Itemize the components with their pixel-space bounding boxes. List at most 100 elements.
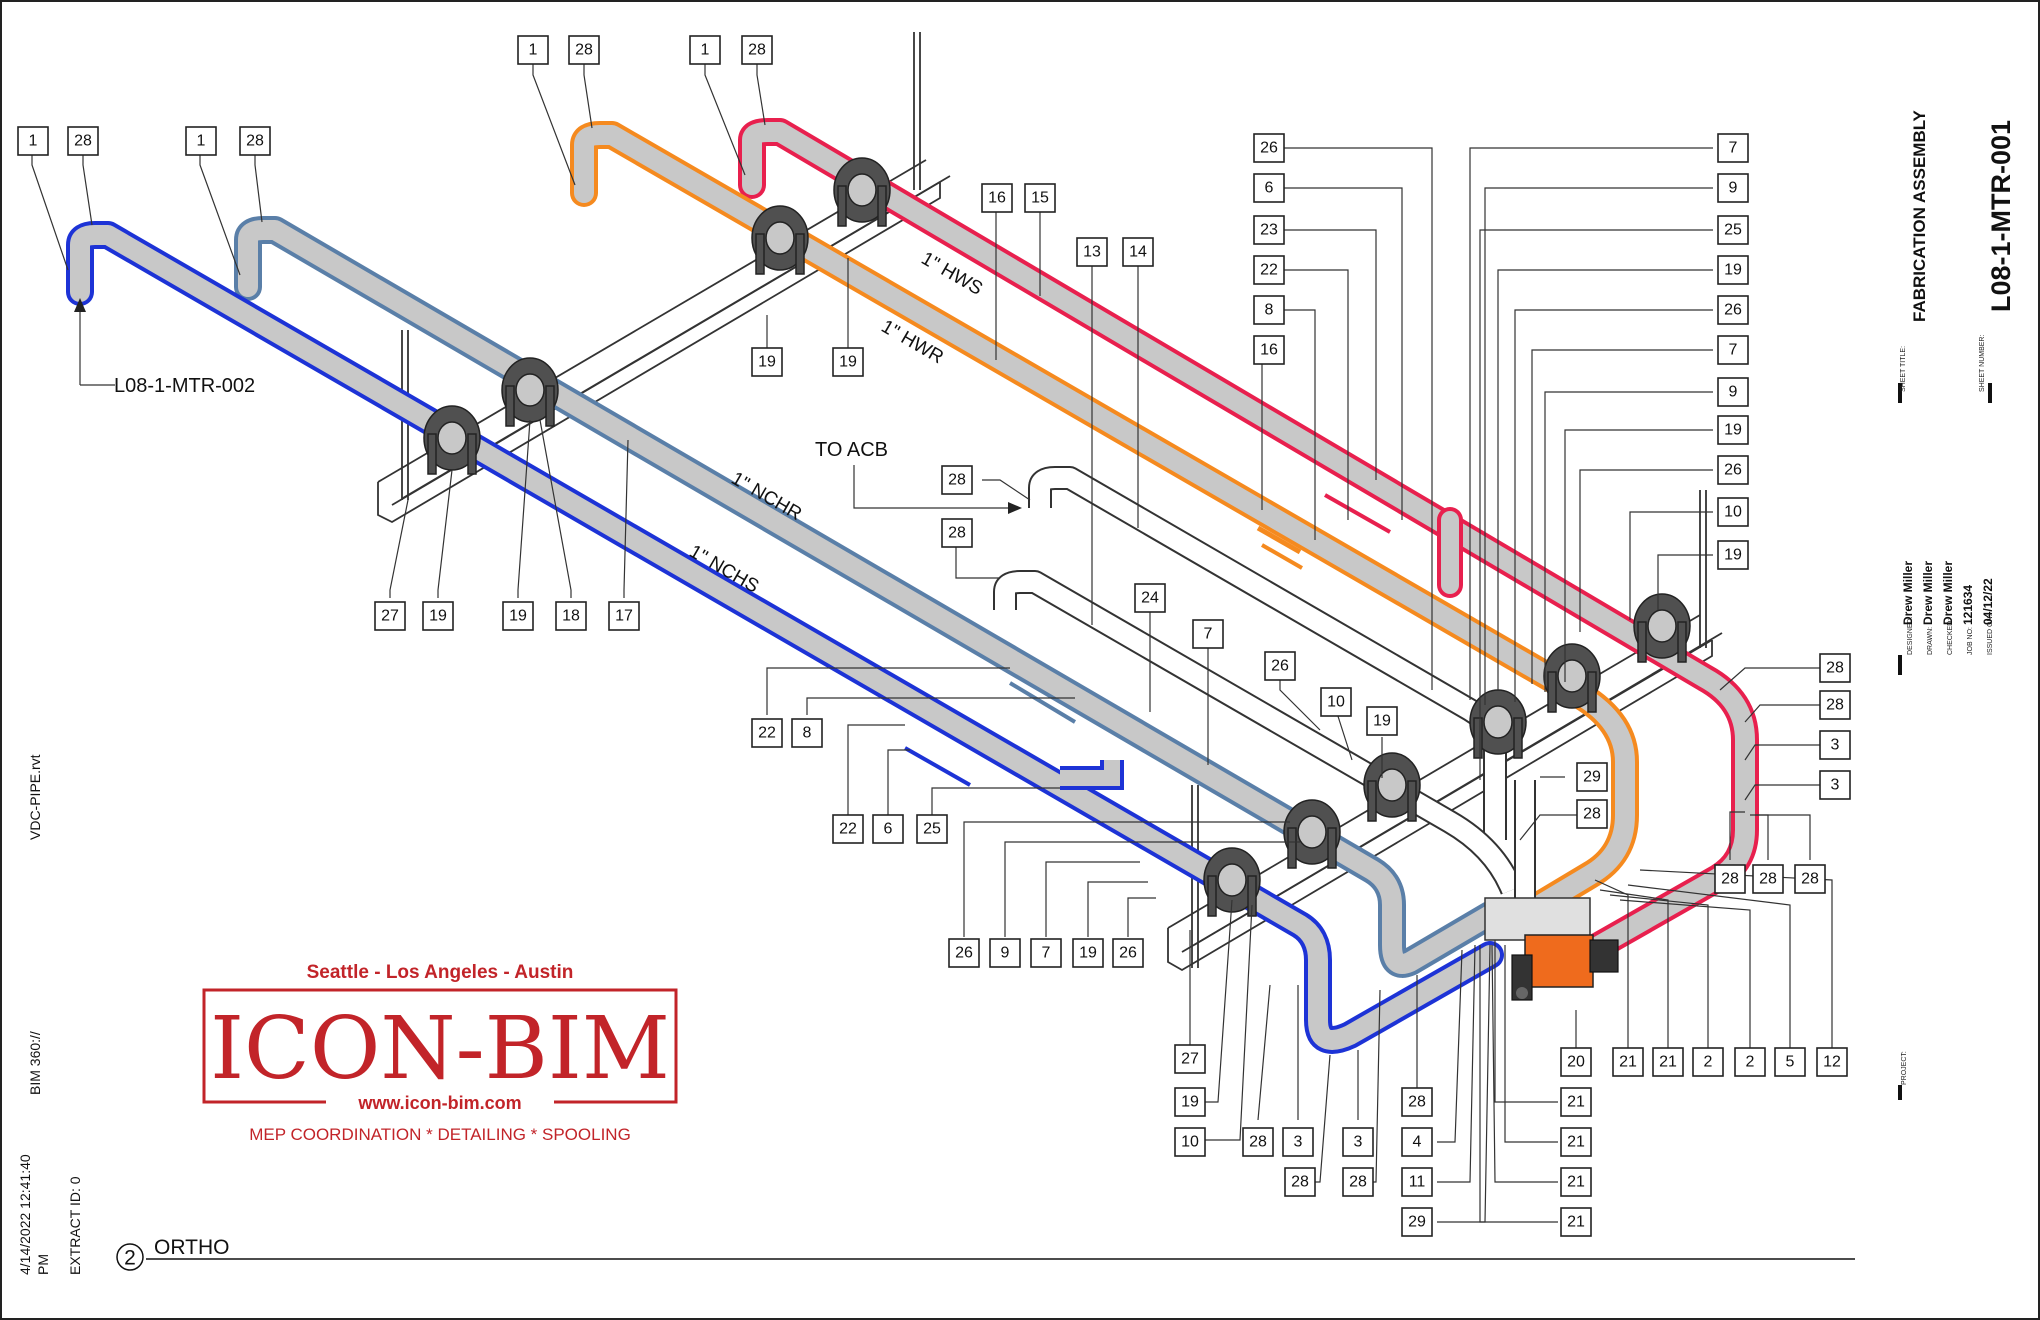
reference-sheet-note: L08-1-MTR-002	[114, 375, 255, 397]
callout-tags: 1 28 1 28 1 28 1 28 16 15 13 14 19 19 26…	[17, 35, 1851, 1237]
callout-tag: 1	[517, 35, 549, 65]
svg-text:7: 7	[1204, 626, 1213, 643]
callout-tag: 13	[1076, 237, 1108, 267]
svg-text:28: 28	[1249, 1134, 1267, 1151]
svg-text:11: 11	[1409, 1174, 1426, 1191]
svg-text:6: 6	[884, 821, 893, 838]
svg-text:20: 20	[1567, 1054, 1585, 1071]
svg-text:29: 29	[1408, 1214, 1426, 1231]
svg-text:26: 26	[1260, 140, 1278, 157]
callout-tag: 25	[1717, 215, 1749, 245]
checked-by: Drew Miller	[1941, 561, 1955, 625]
svg-text:16: 16	[1260, 342, 1278, 359]
svg-text:9: 9	[1729, 180, 1738, 197]
callout-tag: 21	[1560, 1087, 1592, 1117]
svg-text:28: 28	[1826, 697, 1844, 714]
callout-tag: 3	[1282, 1127, 1314, 1157]
callout-tag: 11	[1401, 1167, 1433, 1197]
callout-tag: 22	[1253, 255, 1285, 285]
callout-tag: 28	[1819, 690, 1851, 720]
svg-text:27: 27	[1181, 1051, 1199, 1068]
hanger	[1543, 643, 1601, 713]
callout-tag: 6	[1253, 173, 1285, 203]
callout-tag: 9	[1717, 377, 1749, 407]
logo-services: MEP COORDINATION * DETAILING * SPOOLING	[249, 1125, 631, 1144]
pipe-hwr	[570, 121, 1639, 919]
callout-tag: 28	[1819, 653, 1851, 683]
callout-tag: 29	[1576, 762, 1608, 792]
callout-tag: 28	[1752, 864, 1784, 894]
callout-tag: 25	[916, 814, 948, 844]
svg-text:26: 26	[1119, 945, 1137, 962]
callout-tag: 24	[1134, 583, 1166, 613]
svg-text:28: 28	[1801, 871, 1819, 888]
svg-text:28: 28	[948, 525, 966, 542]
svg-text:13: 13	[1083, 244, 1101, 261]
svg-text:3: 3	[1831, 737, 1840, 754]
svg-text:26: 26	[955, 945, 973, 962]
svg-text:28: 28	[1826, 660, 1844, 677]
job-number: 121634	[1961, 585, 1975, 625]
file-name: VDC-PIPE.rvt	[27, 754, 43, 840]
callout-tag: 28	[1576, 799, 1608, 829]
hanger	[1283, 799, 1341, 869]
callout-tag: 9	[989, 938, 1021, 968]
svg-text:25: 25	[1724, 222, 1742, 239]
pipe-hws	[738, 118, 1759, 982]
pipe-hangers	[423, 157, 1691, 917]
callout-tag: 3	[1819, 730, 1851, 760]
drawn-by: Drew Miller	[1921, 561, 1935, 625]
view-number: 2	[124, 1247, 136, 1270]
callout-tag: 15	[1024, 183, 1056, 213]
svg-text:21: 21	[1567, 1134, 1585, 1151]
svg-text:21: 21	[1567, 1094, 1585, 1111]
callout-tag: 16	[981, 183, 1013, 213]
svg-text:22: 22	[758, 725, 776, 742]
svg-text:21: 21	[1619, 1054, 1637, 1071]
svg-text:15: 15	[1031, 190, 1049, 207]
svg-text:3: 3	[1294, 1134, 1303, 1151]
svg-text:10: 10	[1181, 1134, 1199, 1151]
svg-text:4: 4	[1413, 1134, 1422, 1151]
callout-tag: 27	[374, 601, 406, 631]
callout-tag: 19	[1174, 1087, 1206, 1117]
source-path: BIM 360://	[27, 1031, 43, 1095]
plot-timestamp: 4/14/2022 12:41:40	[17, 1154, 33, 1275]
callout-tag: 19	[1717, 255, 1749, 285]
hanger	[833, 157, 891, 227]
svg-text:28: 28	[1291, 1174, 1309, 1191]
hanger	[501, 357, 559, 427]
svg-text:19: 19	[429, 608, 447, 625]
svg-text:24: 24	[1141, 590, 1159, 607]
sheet-number-label: SHEET NUMBER:	[1979, 335, 1986, 392]
svg-text:7: 7	[1729, 342, 1738, 359]
callout-tag: 2	[1734, 1047, 1766, 1077]
svg-text:28: 28	[74, 133, 92, 150]
callout-tag: 1	[689, 35, 721, 65]
callout-tag: 16	[1253, 335, 1285, 365]
callout-tag: 7	[1192, 619, 1224, 649]
hanger	[423, 405, 481, 475]
svg-text:28: 28	[748, 42, 766, 59]
callout-tag: 23	[1253, 215, 1285, 245]
view-title-block: 2 ORTHO	[116, 1236, 1855, 1271]
drawn-label: DRAWN:	[1927, 627, 1934, 655]
svg-text:21: 21	[1659, 1054, 1677, 1071]
svg-text:23: 23	[1260, 222, 1278, 239]
svg-text:7: 7	[1729, 140, 1738, 157]
callout-tag: 21	[1560, 1167, 1592, 1197]
callout-tag: 21	[1612, 1047, 1644, 1077]
svg-text:2: 2	[1704, 1054, 1713, 1071]
callout-tag: 21	[1560, 1127, 1592, 1157]
callout-tag: 28	[1242, 1127, 1274, 1157]
callout-tag: 27	[1174, 1044, 1206, 1074]
callout-tag: 28	[239, 126, 271, 156]
svg-text:19: 19	[839, 354, 857, 371]
svg-text:14: 14	[1129, 244, 1147, 261]
sheet-title-label: SHEET TITLE:	[1900, 346, 1907, 392]
svg-text:19: 19	[758, 354, 776, 371]
svg-text:5: 5	[1786, 1054, 1795, 1071]
callout-tag: 22	[751, 718, 783, 748]
